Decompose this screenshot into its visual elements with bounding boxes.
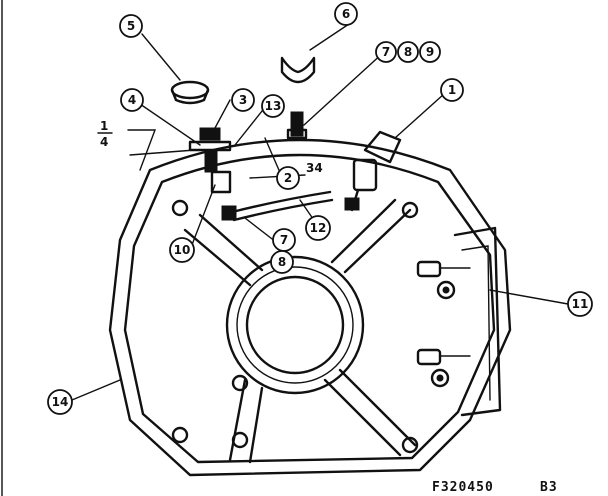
callout-11: 11 — [567, 291, 593, 317]
stud-bolt — [286, 111, 308, 140]
dimension-marks: 1 4 34 — [97, 119, 323, 179]
svg-text:8: 8 — [278, 255, 286, 269]
svg-text:1: 1 — [448, 83, 456, 97]
svg-text:6: 6 — [342, 7, 350, 21]
callout-2: 2 — [276, 166, 300, 190]
callout-3: 3 — [231, 88, 255, 112]
fraction-denominator: 4 — [100, 135, 108, 149]
svg-text:7: 7 — [382, 45, 390, 59]
svg-text:13: 13 — [265, 99, 282, 113]
dimension-34: 34 — [306, 161, 323, 175]
svg-text:4: 4 — [128, 93, 136, 107]
svg-text:7: 7 — [280, 233, 288, 247]
svg-text:5: 5 — [127, 19, 135, 33]
svg-text:2: 2 — [284, 171, 292, 185]
svg-text:9: 9 — [426, 45, 434, 59]
callout-14: 14 — [47, 389, 73, 415]
drawing-code: B3 — [540, 480, 558, 495]
callout-9: 9 — [419, 41, 441, 63]
callout-7-top: 7 — [375, 41, 397, 63]
center-hub — [225, 255, 365, 395]
terminal-board — [416, 226, 502, 417]
svg-text:11: 11 — [572, 297, 589, 311]
svg-text:14: 14 — [52, 395, 69, 409]
mounting-holes — [171, 199, 419, 454]
callout-13: 13 — [261, 94, 285, 118]
callout-8-bottom: 8 — [270, 250, 294, 274]
svg-text:8: 8 — [404, 45, 412, 59]
callout-12: 12 — [305, 215, 331, 241]
callout-6: 6 — [334, 2, 358, 26]
svg-text:12: 12 — [310, 221, 327, 235]
terminal-stack — [188, 127, 232, 194]
cap-part — [170, 80, 210, 105]
callout-10: 10 — [169, 237, 195, 263]
housing-ribs — [183, 198, 417, 464]
callout-8-top: 8 — [397, 41, 419, 63]
drawing-footer: F320450 B3 — [432, 480, 558, 495]
fraction-numerator: 1 — [100, 119, 108, 133]
callout-5: 5 — [119, 14, 143, 38]
part-number: F320450 — [432, 480, 494, 495]
callout-7-bottom: 7 — [272, 228, 296, 252]
callout-1: 1 — [440, 78, 464, 102]
svg-text:3: 3 — [239, 93, 247, 107]
wire-lead — [221, 190, 334, 222]
housing-end-bell — [108, 138, 512, 477]
leader-lines — [71, 21, 569, 401]
plug-assembly — [344, 130, 402, 212]
callout-4: 4 — [120, 88, 144, 112]
svg-text:10: 10 — [174, 243, 191, 257]
wing-nut — [280, 56, 316, 84]
